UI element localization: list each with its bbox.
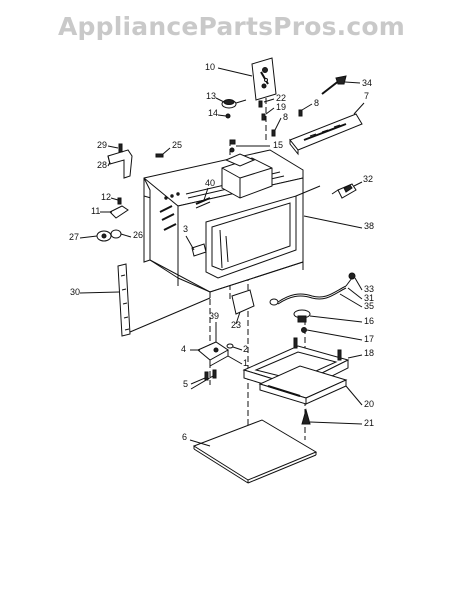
part-label-11: 11: [91, 206, 100, 216]
part-label-34: 34: [362, 78, 372, 88]
part-label-2: 2: [243, 344, 248, 354]
part-label-12: 12: [101, 192, 111, 202]
part-label-27: 27: [69, 232, 79, 242]
small-hardware: [155, 139, 236, 158]
part-label-28: 28: [97, 160, 107, 170]
part-label-33: 33: [364, 284, 374, 294]
cabinet-pointer-lines: [129, 185, 321, 333]
part-label-40: 40: [205, 178, 215, 188]
part-21-foot: [301, 408, 311, 425]
part-28-bracket: [107, 143, 133, 179]
part-label-8: 8: [314, 98, 319, 108]
part-label-20: 20: [364, 399, 374, 409]
part-label-1: 1: [243, 358, 248, 368]
part-label-39: 39: [209, 311, 219, 321]
part-label-3: 3: [183, 224, 188, 234]
leader-lines: [79, 67, 365, 447]
part-32-switch: [331, 183, 357, 199]
part-label-8: 8: [283, 112, 288, 122]
part-label-14: 14: [208, 108, 218, 118]
part-13-thermostat: [221, 99, 247, 119]
part-label-15: 15: [273, 140, 283, 150]
part-label-13: 13: [206, 91, 216, 101]
part-label-5: 5: [183, 379, 188, 389]
part-label-31: 31: [364, 293, 374, 303]
part-label-16: 16: [364, 316, 374, 326]
part-label-26: 26: [133, 230, 143, 240]
part-label-32: 32: [363, 174, 373, 184]
part-label-7: 7: [364, 91, 369, 101]
part-label-35: 35: [364, 301, 374, 311]
part-label-10: 10: [205, 62, 215, 72]
part-20-frame: [258, 365, 348, 405]
part-16-motor: [293, 309, 311, 333]
part-label-38: 38: [364, 221, 374, 231]
part-label-18: 18: [364, 348, 374, 358]
part-3-bracket: [191, 243, 207, 257]
watermark: AppliancePartsPros.com: [57, 12, 406, 41]
part-23-panel: [231, 289, 255, 315]
part-label-6: 6: [182, 432, 187, 442]
part-11-switch: [109, 197, 129, 219]
part-10-bracket: [251, 57, 277, 101]
part-label-30: 30: [70, 287, 80, 297]
part-label-21: 21: [364, 418, 374, 428]
part-27-lamp: [96, 229, 122, 242]
part-6-bottom-panel: [192, 419, 318, 484]
part-label-17: 17: [364, 334, 374, 344]
part-label-4: 4: [181, 344, 186, 354]
part-label-19: 19: [276, 102, 286, 112]
part-35-wire: [269, 272, 356, 306]
part-label-23: 23: [231, 320, 241, 330]
part-label-29: 29: [97, 140, 107, 150]
screws-top: [258, 100, 303, 137]
part-7-vent: [289, 113, 363, 156]
part-30-strip: [117, 263, 131, 337]
part-34-element: [321, 75, 347, 95]
part-15-transformer-box: [221, 153, 273, 199]
part-39-bracket-assembly: [197, 341, 234, 381]
part-label-22: 22: [276, 93, 286, 103]
part-40-strip: [195, 197, 211, 209]
part-label-25: 25: [172, 140, 182, 150]
